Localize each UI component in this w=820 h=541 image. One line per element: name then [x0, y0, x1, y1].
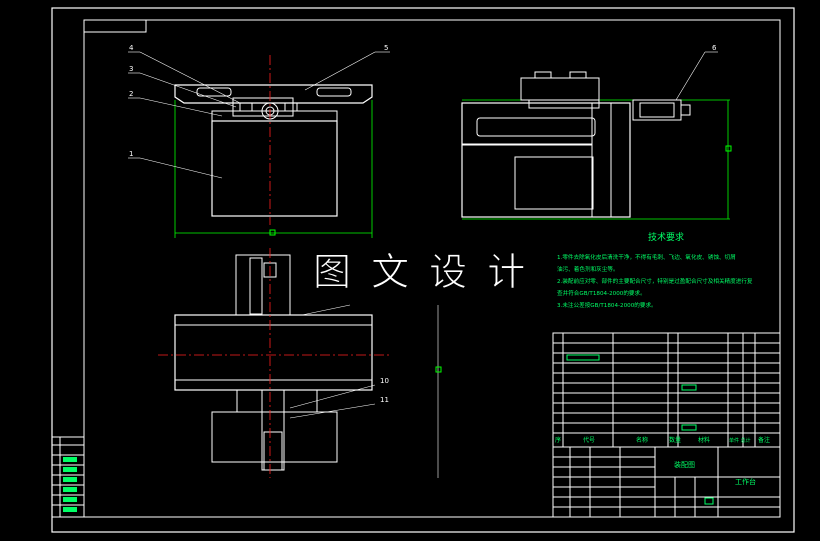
- bom-header-qty: 数量: [669, 436, 681, 444]
- bom-header-material: 材料: [698, 436, 710, 444]
- technical-requirements: 技术要求 1.零件去除氧化皮后清洗干净，不得有毛刺、飞边、氧化皮、锈蚀、切屑 油…: [557, 231, 753, 309]
- side-view: [461, 51, 732, 220]
- bom-header-code: 代号: [583, 436, 595, 444]
- balloon-4: 4: [129, 44, 134, 52]
- bom-header-remark: 备注: [758, 436, 770, 444]
- balloon-5: 5: [384, 44, 388, 52]
- title-block: [552, 446, 781, 518]
- tech-line-2: 油污、着色剂和灰尘等。: [557, 265, 619, 273]
- tech-title: 技术要求: [648, 231, 684, 243]
- bom-header-name: 名称: [636, 436, 648, 444]
- bom-header-seq: 序: [555, 436, 561, 444]
- tech-line-3: 2.装配前应对零、部件的主要配合尺寸，特别是过盈配合尺寸及相关精度进行复: [557, 277, 753, 285]
- balloon-2: 2: [129, 90, 133, 98]
- tech-line-4: 查并符合GB/T1804-2000的要求。: [557, 289, 646, 297]
- drawing-title: 装配图: [674, 460, 695, 469]
- bom-table: [552, 332, 781, 448]
- corner-tab: [83, 19, 147, 33]
- tech-line-5: 3.未注公差按GB/T1804-2000的要求。: [557, 301, 657, 309]
- front-view: [128, 51, 390, 238]
- balloon-10: 10: [380, 377, 389, 385]
- balloon-3: 3: [129, 65, 133, 73]
- watermark-text: 图 文 设 计: [313, 250, 529, 294]
- balloon-6: 6: [712, 44, 717, 52]
- unit-name: 工作台: [735, 477, 756, 486]
- left-binding-strip: [51, 436, 85, 518]
- balloon-1: 1: [129, 150, 133, 158]
- balloon-11: 11: [380, 396, 389, 404]
- outer-border: [51, 7, 795, 533]
- tech-line-1: 1.零件去除氧化皮后清洗干净，不得有毛刺、飞边、氧化皮、锈蚀、切屑: [557, 253, 736, 261]
- inner-border: [83, 19, 781, 518]
- bom-header-weight: 单件 总计: [729, 437, 751, 444]
- top-view: [158, 248, 442, 478]
